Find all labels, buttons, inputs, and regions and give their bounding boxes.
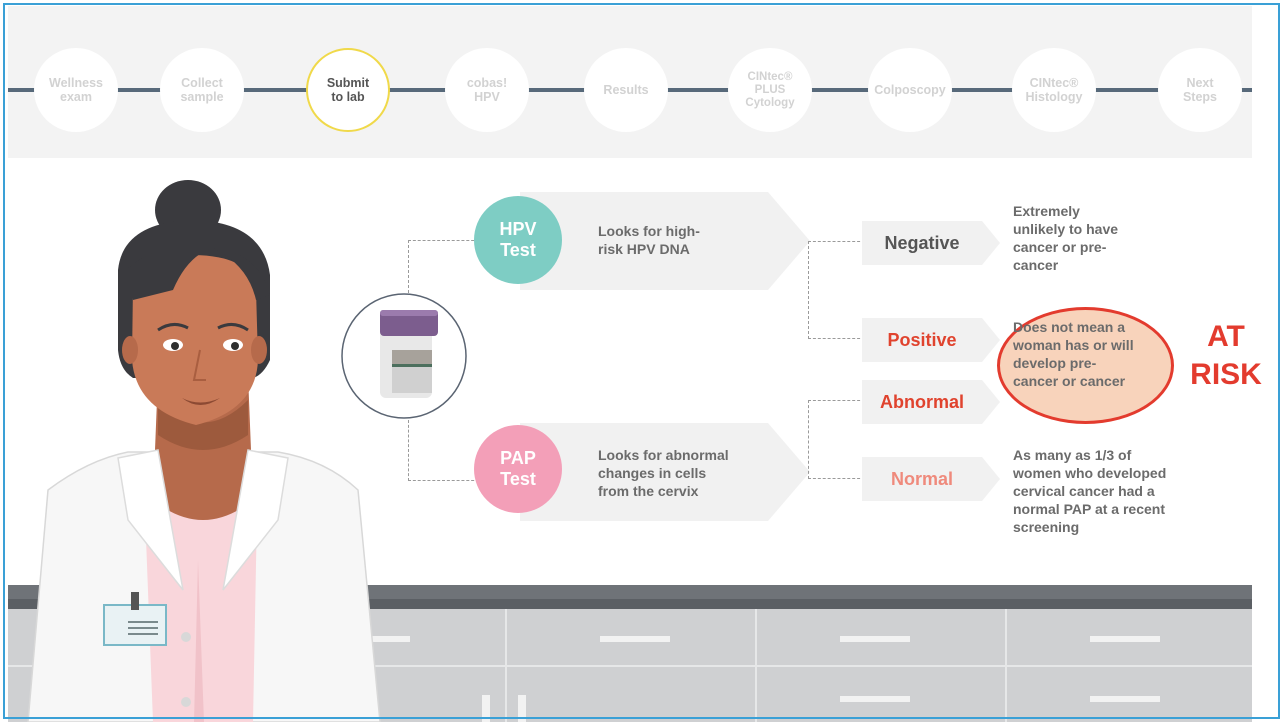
at-risk-label: AT RISK	[1190, 320, 1262, 391]
result-normal[interactable]: Normal	[862, 457, 982, 501]
connector-pap-results	[808, 400, 865, 479]
result-positive-arrow	[982, 318, 1000, 362]
step-label: Wellness exam	[49, 76, 103, 104]
hpv-test-circle[interactable]: HPV Test	[474, 196, 562, 284]
cabinet-divider	[755, 609, 757, 722]
step-label: CINtec® PLUS Cytology	[745, 70, 795, 109]
result-normal-label: Normal	[890, 468, 953, 489]
result-normal-arrow	[982, 457, 1000, 501]
hpv-description: Looks for high- risk HPV DNA	[598, 223, 700, 257]
result-negative-label: Negative	[884, 232, 960, 253]
step-submit-to-lab[interactable]: Submit to lab	[306, 48, 390, 132]
cabinet-divider	[505, 609, 507, 722]
cabinet-divider	[8, 665, 1252, 667]
sample-vial	[341, 293, 467, 419]
step-results[interactable]: Results	[584, 48, 668, 132]
pap-description-box	[520, 423, 810, 521]
pap-description: Looks for abnormal changes in cells from…	[598, 447, 729, 499]
normal-note: As many as 1/3 of women who developed ce…	[1013, 447, 1167, 535]
progress-stepper: Wellness exam Collect sample Submit to l…	[8, 6, 1252, 158]
step-label: Colposcopy	[874, 83, 946, 97]
pap-test-circle[interactable]: PAP Test	[474, 425, 562, 513]
connector-pap	[408, 420, 479, 481]
drawer-handle	[350, 636, 410, 642]
pap-test-label: PAP Test	[500, 448, 536, 489]
result-abnormal-label: Abnormal	[879, 391, 964, 412]
mouth	[182, 398, 220, 405]
cabinet-knob	[482, 695, 490, 722]
connector-hpv	[408, 240, 479, 293]
result-negative-arrow	[982, 221, 1000, 265]
cabinet-knob	[518, 695, 526, 722]
step-label: Next Steps	[1182, 76, 1218, 104]
result-abnormal[interactable]: Abnormal	[862, 380, 982, 424]
hpv-test-label: HPV Test	[499, 219, 537, 260]
step-label: CINtec® Histology	[1025, 76, 1083, 104]
drawer-handle	[840, 696, 910, 702]
step-wellness-exam[interactable]: Wellness exam	[34, 48, 118, 132]
hpv-description-box	[520, 192, 810, 290]
negative-note: Extremely unlikely to have cancer or pre…	[1013, 203, 1119, 273]
result-positive[interactable]: Positive	[862, 318, 982, 362]
step-label: Submit to lab	[326, 76, 370, 104]
step-colposcopy[interactable]: Colposcopy	[868, 48, 952, 132]
step-next-steps[interactable]: Next Steps	[1158, 48, 1242, 132]
drawer-handle	[1090, 696, 1160, 702]
at-risk-highlight	[997, 307, 1174, 424]
step-label: cobas! HPV	[466, 76, 508, 104]
result-abnormal-arrow	[982, 380, 1000, 424]
connector-hpv-results	[808, 241, 865, 339]
drawer-handle	[600, 636, 670, 642]
step-label: Collect sample	[180, 76, 224, 104]
step-label: Results	[603, 83, 649, 97]
drawer-handle	[1090, 636, 1160, 642]
counter-edge	[8, 599, 1252, 609]
lapel-right	[222, 449, 289, 591]
result-positive-label: Positive	[887, 329, 957, 350]
positive-note: Does not mean a woman has or will develo…	[1013, 319, 1134, 389]
face	[132, 255, 258, 425]
step-cintec-plus-cytology[interactable]: CINtec® PLUS Cytology	[728, 48, 812, 132]
doctor-illustration	[27, 180, 381, 722]
result-negative[interactable]: Negative	[862, 221, 982, 265]
step-collect-sample[interactable]: Collect sample	[160, 48, 244, 132]
cabinet-divider	[1005, 609, 1007, 722]
drawer-handle	[840, 636, 910, 642]
id-badge	[103, 604, 167, 646]
step-cobas-hpv[interactable]: cobas! HPV	[445, 48, 529, 132]
lapel-left	[117, 449, 184, 591]
step-cintec-histology[interactable]: CINtec® Histology	[1012, 48, 1096, 132]
